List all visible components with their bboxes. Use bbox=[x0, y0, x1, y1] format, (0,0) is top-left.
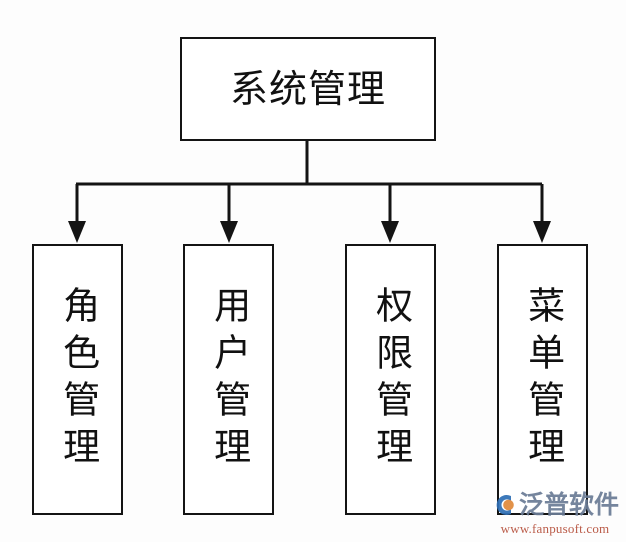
arrowhead-3 bbox=[533, 221, 551, 243]
watermark: 泛普软件 www.fanpusoft.com bbox=[484, 486, 626, 538]
node-label-menu-management: 菜单管理 bbox=[521, 285, 565, 474]
node-label-root: 系统管理 bbox=[229, 67, 386, 111]
arrowhead-0 bbox=[68, 221, 86, 243]
watermark-url: www.fanpusoft.com bbox=[500, 520, 610, 536]
node-label-role-management: 角色管理 bbox=[56, 285, 100, 474]
watermark-brand: 泛普软件 bbox=[518, 490, 619, 519]
watermark-row: 泛普软件 bbox=[491, 490, 619, 520]
node-system-management[interactable]: 系统管理 bbox=[180, 37, 436, 141]
node-user-management[interactable]: 用户管理 bbox=[183, 244, 274, 515]
node-label-permission-management: 权限管理 bbox=[369, 285, 413, 474]
arrowhead-2 bbox=[381, 221, 399, 243]
arrowhead-1 bbox=[220, 221, 238, 243]
fanpu-logo-icon bbox=[496, 494, 514, 515]
node-permission-management[interactable]: 权限管理 bbox=[345, 244, 436, 515]
node-label-user-management: 用户管理 bbox=[207, 285, 251, 474]
node-menu-management[interactable]: 菜单管理 bbox=[497, 244, 588, 515]
node-role-management[interactable]: 角色管理 bbox=[32, 244, 123, 515]
